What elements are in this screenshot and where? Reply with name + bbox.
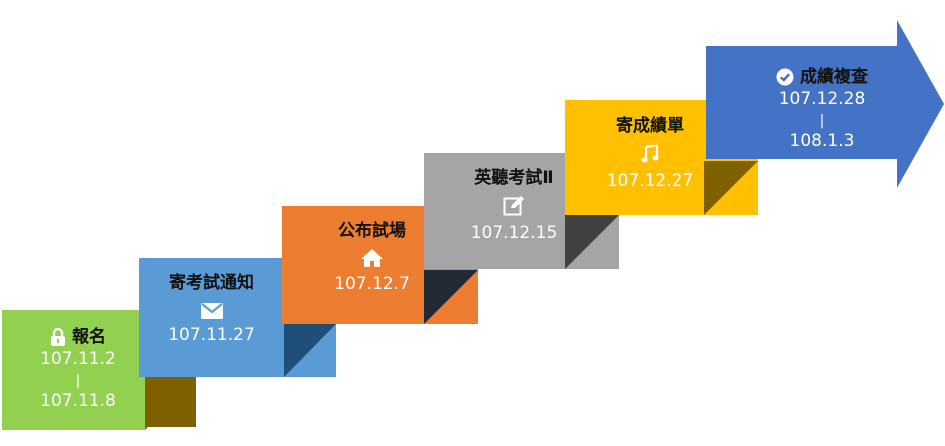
step-content: 寄成績單 107.12.27 bbox=[565, 100, 735, 215]
step-fold bbox=[424, 270, 478, 324]
lock-icon bbox=[50, 328, 66, 346]
step-registration: 報名 107.11.2 | 107.11.8 bbox=[2, 310, 196, 430]
step-date: 107.12.7 bbox=[334, 274, 410, 294]
step-title: 成績複查 bbox=[800, 67, 868, 87]
step-title: 報名 bbox=[72, 327, 106, 347]
step-content: 公布試場 107.12.7 bbox=[282, 206, 462, 324]
step-title-row: 成績複查 bbox=[776, 66, 868, 88]
step-date-end: 107.11.8 bbox=[40, 391, 116, 411]
step-title: 寄成績單 bbox=[616, 116, 684, 136]
step-title: 英聽考試Ⅱ bbox=[474, 168, 554, 188]
step-box bbox=[2, 310, 145, 430]
step-date-start: 107.12.28 bbox=[778, 89, 866, 109]
step-date: 107.11.27 bbox=[168, 325, 255, 345]
edit-icon bbox=[503, 195, 525, 217]
step-date-start: 107.11.2 bbox=[40, 349, 116, 369]
step-content: 英聽考試Ⅱ 107.12.15 bbox=[424, 153, 604, 269]
step-title: 公布試場 bbox=[338, 221, 406, 241]
step-date-end: 108.1.3 bbox=[789, 131, 855, 151]
step-date: 107.12.15 bbox=[470, 223, 558, 243]
step-fold bbox=[565, 215, 619, 269]
envelope-icon bbox=[200, 303, 223, 319]
step-content: 寄考試通知 107.11.27 bbox=[139, 258, 284, 377]
step-content: 成績複查 107.12.28 | 108.1.3 bbox=[706, 20, 938, 188]
step-fold bbox=[704, 161, 758, 215]
music-note-icon bbox=[641, 145, 659, 163]
date-separator: | bbox=[75, 373, 81, 389]
step-fold bbox=[284, 324, 336, 377]
step-title: 寄考試通知 bbox=[169, 273, 254, 293]
check-circle-icon bbox=[776, 68, 794, 86]
step-box-corner bbox=[145, 375, 196, 430]
step-content: 報名 107.11.2 | 107.11.8 bbox=[2, 310, 154, 430]
date-separator: | bbox=[819, 113, 825, 129]
step-score-review: 成績複查 107.12.28 | 108.1.3 bbox=[706, 20, 944, 188]
step-title-row: 報名 bbox=[50, 326, 106, 348]
arrow-shape bbox=[706, 20, 944, 188]
step-date: 107.12.27 bbox=[606, 171, 694, 191]
home-icon bbox=[360, 248, 384, 268]
